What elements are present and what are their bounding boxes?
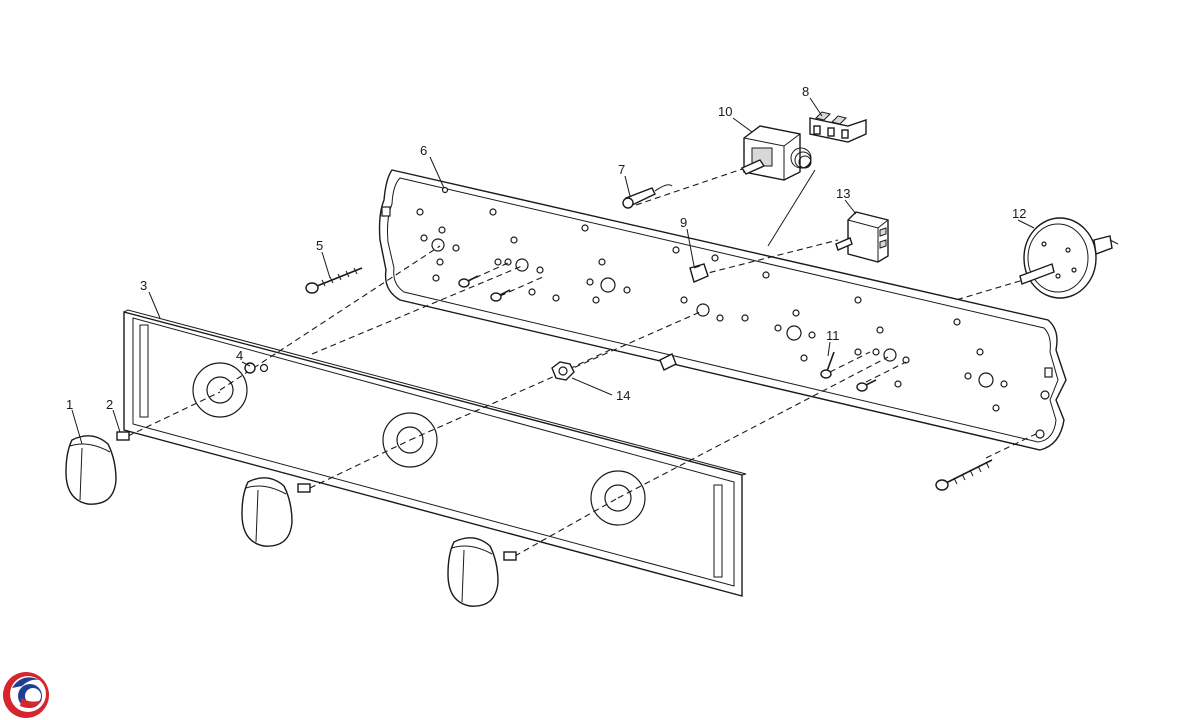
thermostat-probe [622,184,673,209]
callout-2: 2 [106,397,113,412]
callout-11: 11 [826,328,840,343]
terminal-block [809,111,867,143]
screw [305,267,363,294]
callout-12: 12 [1012,206,1026,221]
callout-9: 9 [680,215,687,230]
knob-insert [503,551,517,561]
control-knob [65,435,117,505]
callout-5: 5 [316,238,323,253]
callout-7: 7 [618,162,625,177]
callout-4: 4 [236,348,243,363]
callout-13: 13 [836,186,850,201]
energy-regulator [740,125,812,181]
selector-switch [835,211,889,263]
neon-indicator [244,362,256,374]
nut [551,361,575,381]
screw [935,459,993,491]
callout-1: 1 [66,397,73,412]
callout-8: 8 [802,84,809,99]
knob-insert [297,483,311,493]
callout-10: 10 [718,104,732,119]
knob-insert [116,431,130,441]
screw [458,275,479,288]
callout-labels: 1 2 3 4 5 6 7 8 9 10 11 12 13 14 [66,84,1026,412]
timer [1019,217,1119,299]
rear-mounting-panel [378,169,1067,451]
screw [490,289,511,302]
control-knob [447,537,499,607]
callout-14: 14 [616,388,630,403]
brand-logo [3,672,49,718]
callout-6: 6 [420,143,427,158]
callout-3: 3 [140,278,147,293]
screw [856,379,877,392]
bracket [689,263,709,283]
leader-lines [71,97,1035,445]
control-knob [241,477,293,547]
screw [659,353,677,371]
screw [820,351,835,379]
assembly-lines [127,164,1041,557]
